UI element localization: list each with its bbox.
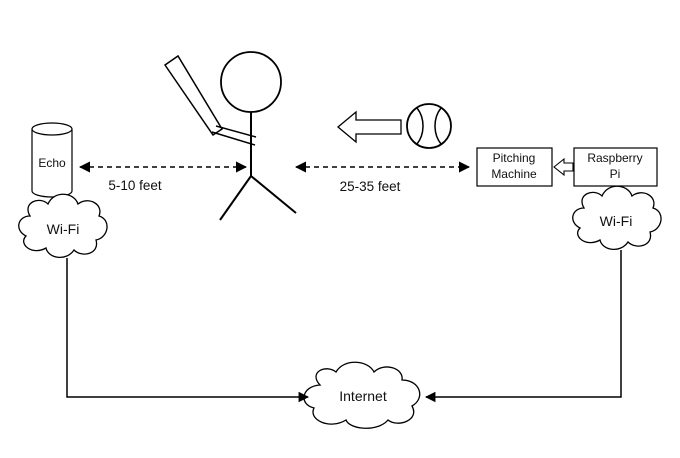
baseball-icon [406, 103, 452, 149]
raspberry-pi-label-line2: Pi [610, 167, 621, 181]
batter-figure [163, 51, 297, 221]
far-distance-label: 25-35 feet [340, 179, 401, 194]
echo-device: Echo [31, 122, 73, 198]
near-distance-label: 5-10 feet [108, 178, 162, 193]
wifi-right-label: Wi-Fi [600, 213, 633, 229]
raspberry-pi-box: Raspberry Pi [573, 147, 658, 187]
head-icon [220, 51, 282, 113]
wifi-right-to-internet-line [424, 250, 622, 403]
internet-label: Internet [339, 388, 387, 404]
internet-cloud: Internet [303, 361, 421, 429]
wifi-left-cloud: Wi-Fi [18, 193, 108, 258]
pitching-machine-label-line2: Machine [491, 167, 537, 181]
raspberry-pi-label-line1: Raspberry [587, 151, 642, 165]
pitch-direction-arrow [336, 110, 402, 144]
echo-label: Echo [38, 156, 66, 170]
pitching-machine-label-line1: Pitching [493, 151, 536, 165]
wifi-left-label: Wi-Fi [47, 221, 80, 237]
pitching-machine-box: Pitching Machine [476, 147, 553, 187]
network-links [66, 250, 622, 403]
wifi-right-cloud: Wi-Fi [572, 185, 662, 250]
wifi-left-to-internet-line [66, 258, 310, 403]
bat-icon [163, 54, 224, 137]
pi-to-machine-arrow [553, 157, 574, 177]
